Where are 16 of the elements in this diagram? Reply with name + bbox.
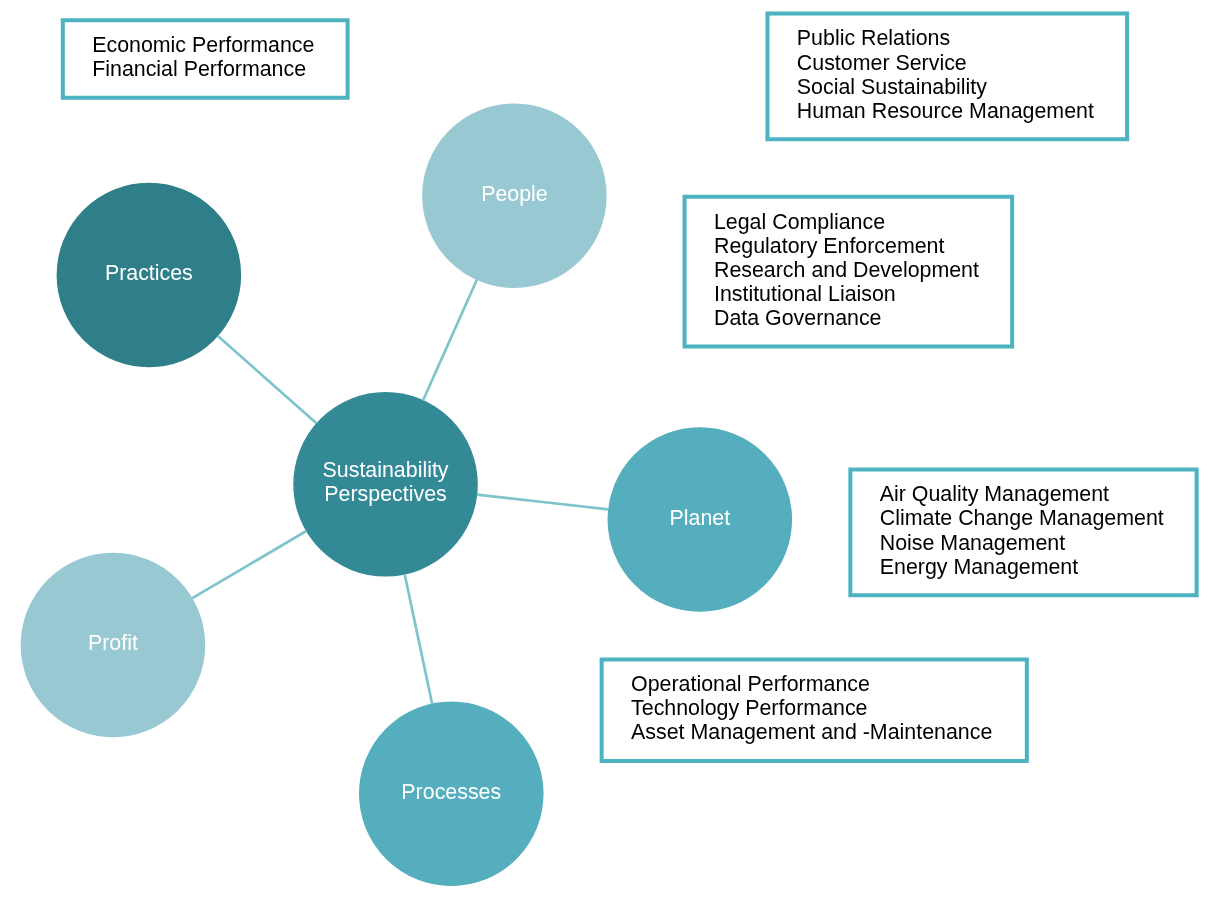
node-circle: People <box>422 103 607 288</box>
node-box: Public Relations Customer Service Social Sustainability Human Resource Management <box>765 11 1130 142</box>
node-circle: Sustainability Perspectives <box>293 392 478 577</box>
node-box: Legal Compliance Regulatory Enforcement Research and Development Institutional Liaison Data Governance <box>682 194 1015 349</box>
node-box: Operational Performance Technology Performance Asset Management and -Maintenance <box>599 657 1029 764</box>
node-box: Economic Performance Financial Performance <box>60 18 350 100</box>
node-circle: Practices <box>56 182 242 368</box>
connector <box>476 493 609 511</box>
node-circle: Planet <box>607 427 793 612</box>
node-box: Air Quality Management Climate Change Management Noise Management Energy Management <box>848 467 1199 598</box>
connector <box>216 334 318 425</box>
connector <box>191 529 307 600</box>
connector <box>421 279 479 402</box>
node-circle: Processes <box>359 701 544 887</box>
connector <box>403 573 434 705</box>
node-circle: Profit <box>20 552 206 738</box>
